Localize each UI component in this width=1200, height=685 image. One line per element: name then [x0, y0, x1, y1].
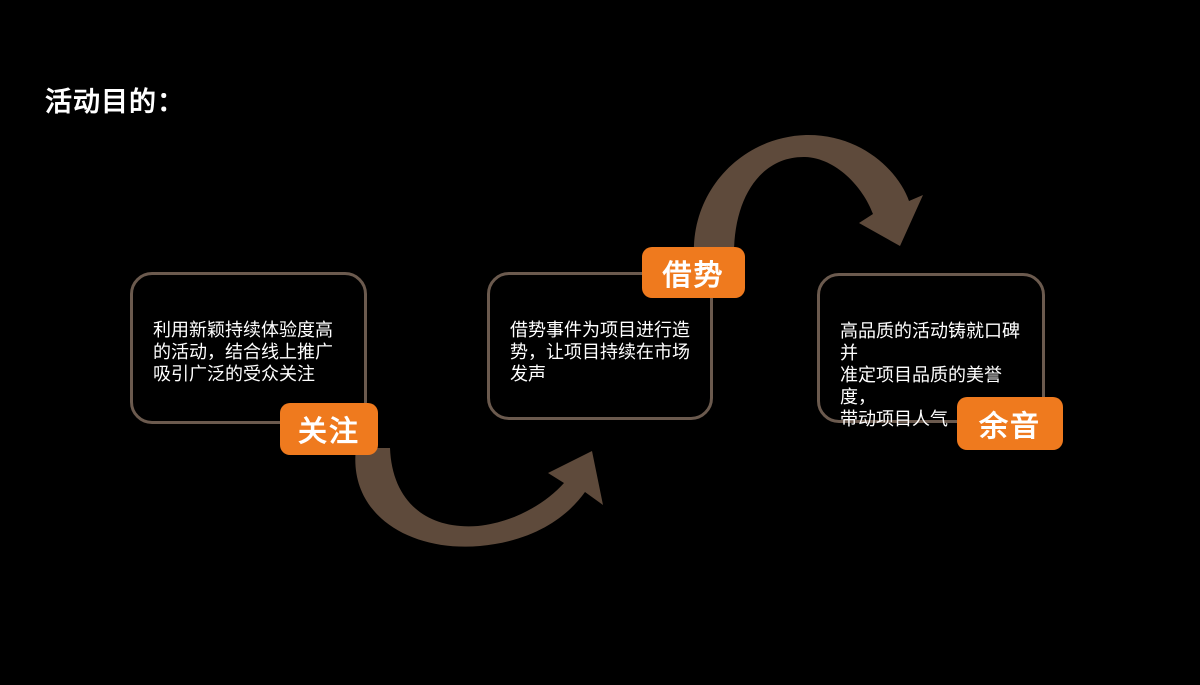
step-description-afterglow: 高品质的活动铸就口碑并 准定项目品质的美誉度， 带动项目人气 — [840, 321, 1020, 429]
step-card-leverage: 借势事件为项目进行造 势，让项目持续在市场 发声 — [487, 272, 713, 420]
step-badge-attention: 关注 — [280, 403, 378, 455]
step-card-afterglow: 高品质的活动铸就口碑并 准定项目品质的美誉度， 带动项目人气 — [817, 273, 1045, 429]
step-badge-leverage: 借势 — [642, 247, 745, 298]
step-description-attention: 利用新颖持续体验度高 的活动，结合线上推广 吸引广泛的受众关注 — [153, 320, 333, 384]
step-description-leverage: 借势事件为项目进行造 势，让项目持续在市场 发声 — [510, 320, 690, 384]
step-card-attention: 利用新颖持续体验度高 的活动，结合线上推广 吸引广泛的受众关注 — [130, 272, 367, 424]
curved-arrow-step2-to-step3-icon — [693, 134, 923, 254]
curved-arrow-step1-to-step2-icon — [355, 448, 603, 547]
step-badge-afterglow: 余音 — [957, 397, 1063, 450]
slide-title: 活动目的： — [45, 87, 185, 117]
